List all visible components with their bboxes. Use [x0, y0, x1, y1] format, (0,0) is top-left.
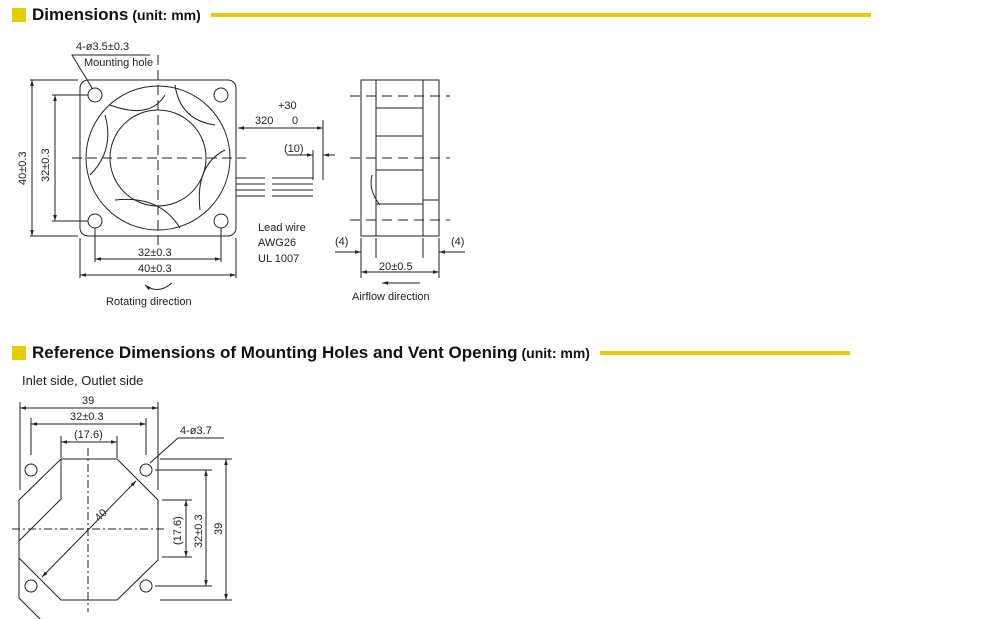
- mounting-reference: [12, 402, 232, 619]
- section-header-dimensions: Dimensions (unit: mm): [12, 5, 871, 25]
- svg-text:(17.6): (17.6): [74, 429, 103, 441]
- svg-text:40: 40: [93, 507, 110, 524]
- svg-text:39: 39: [82, 395, 94, 407]
- svg-text:4-ø3.5±0.3: 4-ø3.5±0.3: [76, 41, 129, 53]
- mounting-reference-labels: 39 32±0.3 (17.6) 4-ø3.7 40 (17.6) 32±0.3…: [70, 395, 225, 548]
- header-marker: [12, 8, 26, 22]
- header-marker: [12, 346, 26, 360]
- svg-text:20±0.5: 20±0.5: [379, 261, 413, 273]
- svg-text:40±0.3: 40±0.3: [17, 151, 29, 185]
- svg-text:32±0.3: 32±0.3: [138, 247, 172, 259]
- svg-text:Mounting hole: Mounting hole: [84, 57, 153, 69]
- svg-text:40±0.3: 40±0.3: [138, 263, 172, 275]
- svg-text:39: 39: [213, 523, 225, 535]
- svg-text:0: 0: [292, 115, 298, 127]
- side-view-labels: (4) (4) 20±0.5 Airflow direction: [335, 236, 464, 303]
- front-view-labels: 4-ø3.5±0.3 Mounting hole 40±0.3 32±0.3 3…: [17, 41, 306, 308]
- svg-text:(17.6): (17.6): [172, 516, 184, 545]
- unit-label: (unit: mm): [521, 345, 590, 361]
- front-view: [30, 54, 335, 291]
- svg-text:+30: +30: [278, 100, 297, 112]
- svg-text:32±0.3: 32±0.3: [40, 148, 52, 182]
- section-title: Dimensions: [32, 5, 129, 24]
- svg-text:(4): (4): [451, 236, 464, 248]
- view-subtitle: Inlet side, Outlet side: [22, 373, 144, 388]
- svg-text:32±0.3: 32±0.3: [70, 411, 104, 423]
- svg-text:(10): (10): [284, 143, 304, 155]
- svg-text:320: 320: [255, 115, 273, 127]
- section-header-reference: Reference Dimensions of Mounting Holes a…: [12, 343, 850, 363]
- header-rule: [210, 13, 871, 17]
- svg-text:(4): (4): [335, 236, 348, 248]
- svg-text:Rotating direction: Rotating direction: [106, 296, 192, 308]
- svg-text:Airflow direction: Airflow direction: [352, 291, 430, 303]
- svg-text:AWG26: AWG26: [258, 237, 296, 249]
- svg-text:UL 1007: UL 1007: [258, 253, 299, 265]
- side-view: [335, 79, 465, 285]
- section-title: Reference Dimensions of Mounting Holes a…: [32, 343, 518, 362]
- svg-text:Lead wire: Lead wire: [258, 222, 306, 234]
- header-rule: [599, 351, 850, 355]
- svg-text:4-ø3.7: 4-ø3.7: [180, 425, 212, 437]
- unit-label: (unit: mm): [132, 7, 201, 23]
- svg-text:32±0.3: 32±0.3: [193, 514, 205, 548]
